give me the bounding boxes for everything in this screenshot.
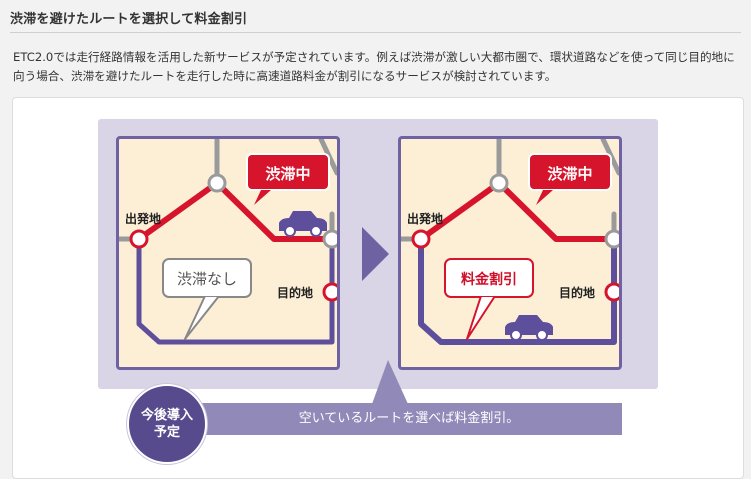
- discount-callout: 料金割引: [444, 258, 534, 340]
- junction-node: [207, 173, 227, 193]
- svg-text:出発地: 出発地: [407, 211, 443, 226]
- map-after: 渋滞中 料金割引 出発地 目的地: [398, 136, 622, 370]
- junction-node: [604, 229, 619, 249]
- svg-text:渋滞なし: 渋滞なし: [177, 270, 237, 288]
- svg-text:料金割引: 料金割引: [461, 271, 517, 288]
- congestion-callout: 渋滞中: [528, 153, 612, 205]
- upcoming-badge: 今後導入 予定: [127, 384, 207, 464]
- no-congestion-callout: 渋滞なし: [162, 258, 252, 340]
- destination-marker: [604, 282, 619, 302]
- transition-arrow: [362, 227, 389, 281]
- svg-text:目的地: 目的地: [559, 285, 595, 300]
- description-text: ETC2.0では走行経路情報を活用した新サービスが予定されています。例えば渋滞が…: [13, 50, 735, 83]
- origin-marker: [129, 229, 149, 249]
- svg-text:渋滞中: 渋滞中: [265, 165, 310, 183]
- junction-node: [489, 173, 509, 193]
- origin-marker: [411, 229, 431, 249]
- title-divider: [10, 32, 741, 33]
- svg-text:出発地: 出発地: [125, 211, 161, 226]
- map-before: 渋滞中 渋滞なし 出発地 目的地: [116, 136, 340, 370]
- destination-marker: [322, 282, 337, 302]
- svg-text:渋滞中: 渋滞中: [547, 165, 592, 183]
- summary-banner: 空いているルートを選べば料金割引。: [196, 403, 622, 435]
- svg-text:目的地: 目的地: [277, 285, 313, 300]
- congestion-callout: 渋滞中: [246, 153, 330, 205]
- car-icon: [505, 315, 553, 341]
- banner-pointer-icon: [372, 360, 408, 404]
- junction-node: [322, 229, 337, 249]
- page-title: 渋滞を避けたルートを選択して料金割引: [10, 12, 248, 27]
- car-icon: [279, 211, 327, 237]
